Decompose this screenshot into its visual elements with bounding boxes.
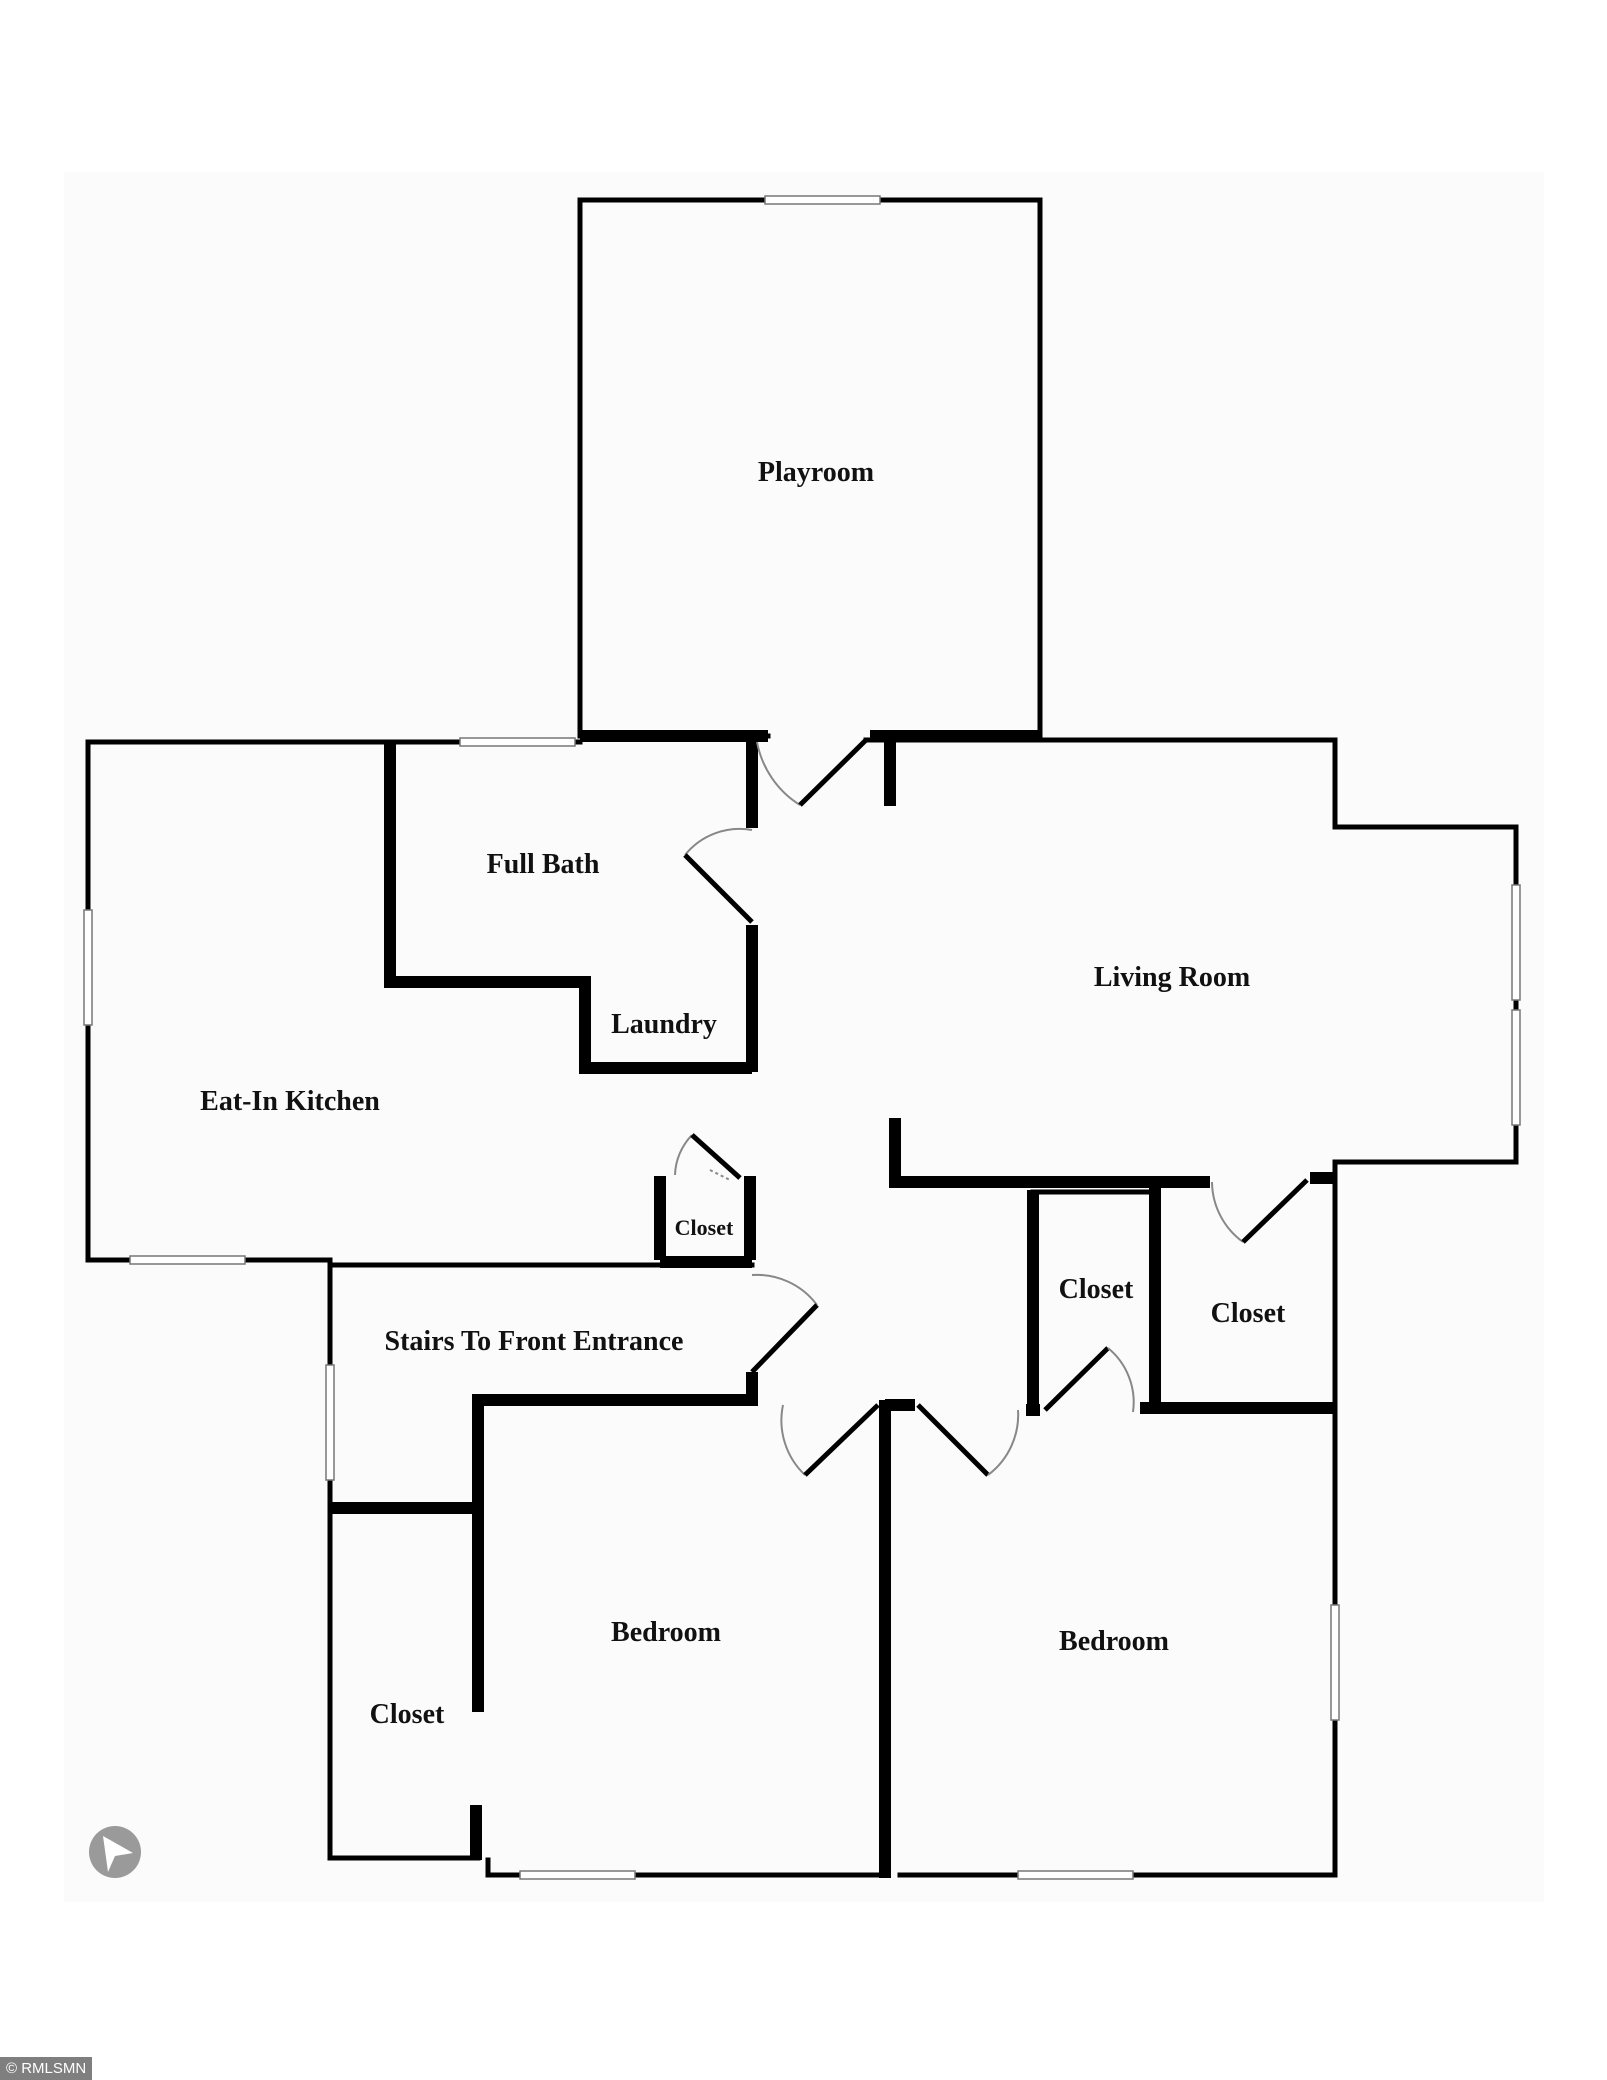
label-closet-left: Closet: [370, 1699, 445, 1730]
window-living-1: [1511, 884, 1521, 1001]
room-eat-in-kitchen: [83, 739, 393, 1265]
label-eat-in-kitchen: Eat-In Kitchen: [200, 1086, 380, 1117]
window-playroom: [764, 195, 881, 205]
room-bedroom-left: [485, 1400, 891, 1880]
window-bath: [459, 737, 576, 747]
window-kitchen-bottom: [129, 1255, 246, 1265]
label-living-room: Living Room: [1094, 962, 1250, 993]
room-living-room: [863, 737, 1521, 1244]
label-laundry: Laundry: [611, 1009, 717, 1040]
north-arrow-icon: [89, 1826, 141, 1878]
room-full-bath: [384, 737, 758, 1074]
window-living-2: [1511, 1009, 1521, 1126]
window-bedroom-right-side: [1330, 1604, 1340, 1721]
label-closet-right: Closet: [1211, 1298, 1286, 1329]
label-closet-mid: Closet: [1059, 1274, 1134, 1305]
label-bedroom-right: Bedroom: [1059, 1626, 1169, 1657]
room-left-closet: [327, 1505, 482, 1861]
room-closets-mid-right: [1027, 1173, 1338, 1414]
label-playroom: Playroom: [758, 457, 874, 488]
room-stairs: [325, 1262, 819, 1712]
watermark: © RMLSMN: [0, 2057, 93, 2080]
label-full-bath: Full Bath: [487, 849, 600, 880]
label-stairs: Stairs To Front Entrance: [385, 1326, 684, 1357]
label-bedroom-left: Bedroom: [611, 1617, 721, 1648]
window-bedroom-left: [519, 1870, 636, 1880]
window-kitchen-left: [83, 909, 93, 1026]
room-hall-closet: [654, 1133, 756, 1260]
plan-background: [64, 172, 1544, 1902]
label-hall-closet: Closet: [675, 1215, 734, 1240]
window-bedroom-right: [1017, 1870, 1134, 1880]
door-playroom: [756, 741, 801, 806]
window-stairs: [325, 1364, 335, 1481]
